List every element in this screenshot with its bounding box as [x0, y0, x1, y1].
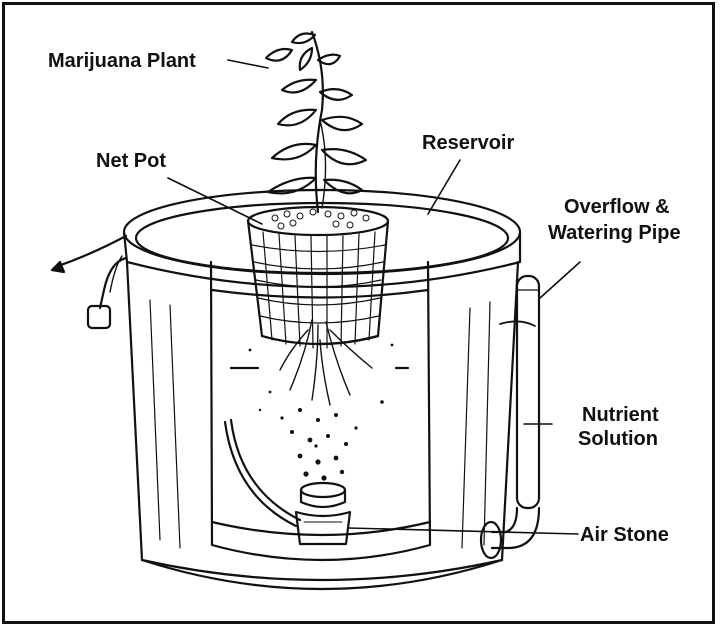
label-overflow-line2: Watering Pipe	[548, 222, 681, 244]
leader-lines	[168, 60, 580, 534]
roots	[280, 320, 372, 405]
air-hose	[52, 236, 300, 526]
label-nutrient-line1: Nutrient	[582, 404, 659, 426]
bucket-rib	[150, 300, 490, 548]
bucket-left-wall	[127, 262, 518, 589]
bucket-bottom-rim	[142, 560, 502, 580]
bucket	[124, 190, 520, 589]
leader-reservoir	[428, 160, 460, 214]
bucket-rim-band	[124, 232, 520, 287]
hose-cap	[88, 306, 110, 328]
water-surface	[212, 290, 428, 298]
clay-pebbles	[272, 209, 369, 229]
label-nutrient-line2: Solution	[578, 428, 658, 450]
label-air-stone: Air Stone	[580, 524, 669, 546]
leader-net-pot	[168, 178, 262, 224]
label-overflow-line1: Overflow &	[564, 196, 670, 218]
leader-plant	[228, 60, 268, 68]
net-pot	[248, 207, 388, 405]
plant	[266, 32, 366, 212]
label-net-pot: Net Pot	[96, 150, 166, 172]
leader-overflow	[540, 262, 580, 298]
bucket-rim-inner	[136, 203, 508, 273]
label-marijuana-plant: Marijuana Plant	[48, 50, 196, 72]
label-reservoir: Reservoir	[422, 132, 514, 154]
bubbles	[249, 344, 394, 481]
